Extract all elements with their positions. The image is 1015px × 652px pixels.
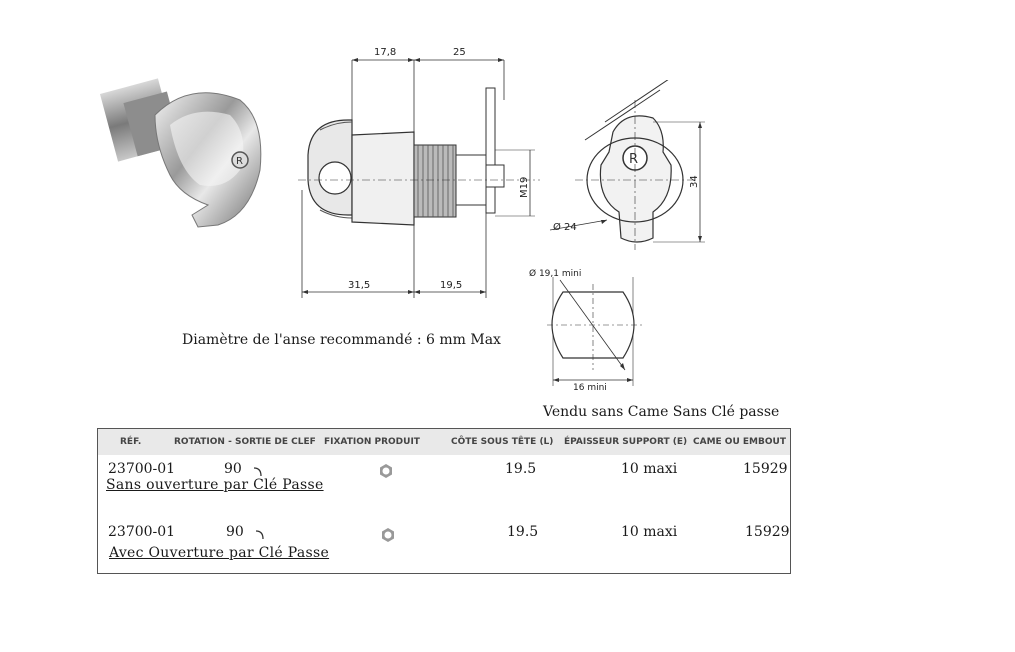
table-header: RÉF. ROTATION - SORTIE DE CLEF FIXATION … <box>98 429 790 455</box>
row1-rotation: 90 <box>224 461 242 477</box>
nut-icon <box>380 464 392 478</box>
product-photo: R <box>100 78 262 228</box>
product-table: RÉF. ROTATION - SORTIE DE CLEF FIXATION … <box>97 428 791 574</box>
row2-epaisseur: 10 maxi <box>621 524 678 540</box>
side-view-drawing: 17,8 25 M19 <box>298 47 540 298</box>
dim-16-mini: 16 mini <box>573 383 607 392</box>
header-epaisseur: ÉPAISSEUR SUPPORT (E) <box>564 437 688 447</box>
nut-icon <box>382 528 394 542</box>
cutout-drawing: Ø 19,1 mini 16 mini <box>529 268 643 392</box>
row1-subtitle: Sans ouverture par Clé Passe <box>106 477 324 493</box>
row2-rotation: 90 <box>226 524 244 540</box>
dim-25: 25 <box>453 47 466 58</box>
dim-19-5: 19,5 <box>440 280 462 291</box>
header-ref: RÉF. <box>120 437 142 447</box>
header-fixation: FIXATION PRODUIT <box>324 437 420 447</box>
rotation-arrow-icon <box>255 530 264 540</box>
front-view-drawing: R 34 Ø 24 <box>549 80 705 250</box>
row1-ref: 23700-01 <box>108 461 176 477</box>
row2-came: 15929 <box>745 524 790 540</box>
dim-diam-24: Ø 24 <box>553 221 577 233</box>
header-came: CAME OU EMBOUT <box>693 437 786 447</box>
dim-34: 34 <box>689 175 700 188</box>
row1-epaisseur: 10 maxi <box>621 461 678 477</box>
dim-diam-19-1: Ø 19,1 mini <box>529 268 581 279</box>
row1-came: 15929 <box>743 461 788 477</box>
rotation-arrow-icon <box>253 467 262 477</box>
row2-ref: 23700-01 <box>108 524 176 540</box>
svg-text:R: R <box>629 152 638 167</box>
row2-subtitle: Avec Ouverture par Clé Passe <box>109 545 330 561</box>
dim-m19: M19 <box>519 177 530 198</box>
header-rotation: ROTATION - SORTIE DE CLEF <box>174 437 316 447</box>
svg-text:R: R <box>236 156 243 167</box>
row1-cote: 19.5 <box>505 461 537 477</box>
header-cote: CÔTE SOUS TÊTE (L) <box>451 437 554 447</box>
handle-diameter-note: Diamètre de l'anse recommandé : 6 mm Max <box>182 332 501 348</box>
row2-cote: 19.5 <box>507 524 539 540</box>
dim-17-8: 17,8 <box>374 47 396 58</box>
sales-note: Vendu sans Came Sans Clé passe <box>543 404 780 420</box>
dim-31-5: 31,5 <box>348 280 370 291</box>
